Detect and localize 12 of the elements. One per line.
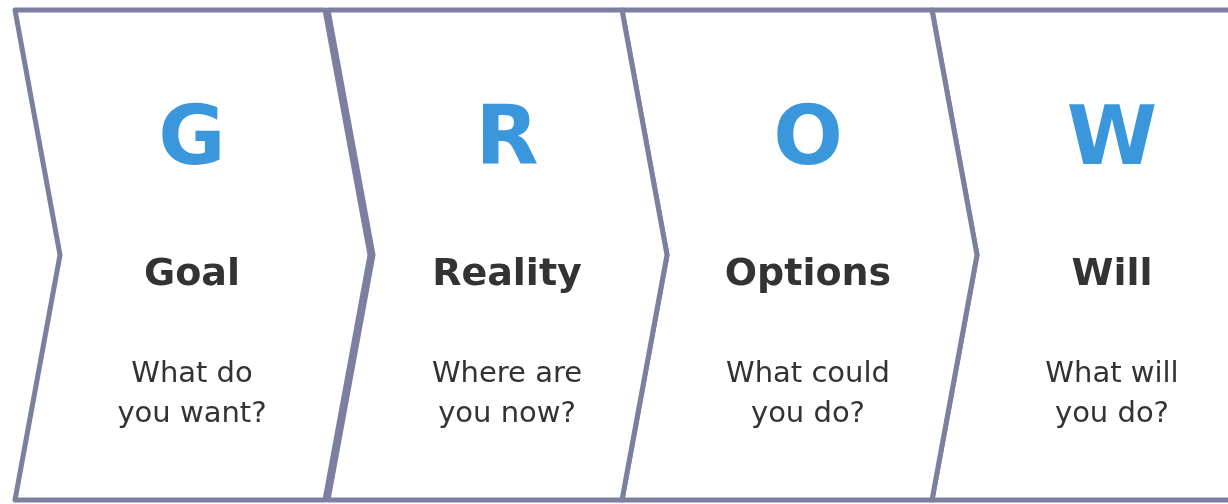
step-question: Where are you now? [430,354,584,431]
step-title: Options [724,250,892,294]
step-title: Will [1071,250,1153,294]
step-letter: R [475,88,539,183]
step-letter: O [773,88,843,183]
step-letter: G [158,88,226,183]
step-question: What will you do? [1044,354,1180,431]
step-letter: W [1066,88,1158,183]
step-title: Goal [144,250,240,294]
step-title: Reality [432,250,582,294]
step-question: What do you want? [116,354,268,431]
step-question: What could you do? [725,354,891,431]
